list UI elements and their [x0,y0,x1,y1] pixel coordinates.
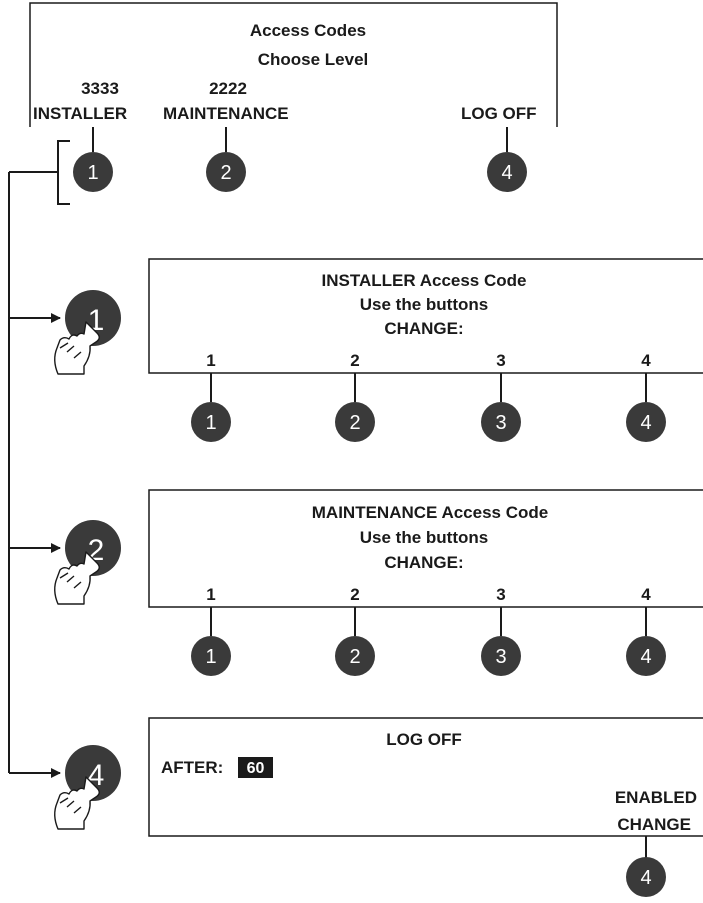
pointing-hand-icon [54,776,100,830]
installer-panel-title: INSTALLER Access Code [322,271,527,290]
top-button-2[interactable]: 2 [206,152,246,192]
maintenance-button-1-label: 1 [205,646,216,668]
logoff-panel-title: LOG OFF [386,730,462,749]
maintenance-digit-4: 4 [641,585,651,604]
installer-button-1[interactable]: 1 [191,402,231,442]
maintenance-panel-frame [148,489,703,608]
pointing-hand-icon [54,321,100,375]
logoff-button-4[interactable]: 4 [626,857,666,897]
pointing-hand-icon [54,551,100,605]
installer-digit-1: 1 [206,351,215,370]
installer-panel-frame [148,258,703,374]
press-button-2-icon [65,520,121,576]
installer-button-2-label: 2 [349,412,360,434]
press-step-4: 4 [54,745,121,830]
installer-digit-4: 4 [641,351,651,370]
maintenance-digit-1: 1 [206,585,215,604]
top-panel-subtitle: Choose Level [258,50,369,69]
installer-button-4-label: 4 [640,412,651,434]
installer-button-4[interactable]: 4 [626,402,666,442]
maintenance-panel-title: MAINTENANCE Access Code [312,503,548,522]
maintenance-button-3[interactable]: 3 [481,636,521,676]
installer-button-1-label: 1 [205,412,216,434]
maintenance-digit-2: 2 [350,585,359,604]
logoff-button-4-label: 4 [640,867,651,889]
logoff-softkey-label: LOG OFF [461,104,537,123]
installer-button-2[interactable]: 2 [335,402,375,442]
access-codes-panel: Access Codes Choose Level 3333 2222 INST… [29,2,558,127]
top-button-2-label: 2 [220,162,231,184]
maintenance-button-4-label: 4 [640,646,651,668]
press-step-2: 2 [54,520,121,605]
maintenance-code-panel: MAINTENANCE Access Code Use the buttons … [148,489,703,608]
selection-bracket [57,140,70,205]
logoff-enabled-status: ENABLED [615,788,697,807]
logoff-after-label: AFTER: [161,758,223,777]
press-button-1-icon [65,290,121,346]
maintenance-button-3-label: 3 [495,646,506,668]
maintenance-button-1[interactable]: 1 [191,636,231,676]
maintenance-button-4[interactable]: 4 [626,636,666,676]
logoff-panel-frame [148,717,703,837]
press-step-1: 1 [54,290,121,375]
installer-panel-line2: Use the buttons [360,295,488,314]
top-button-4[interactable]: 4 [487,152,527,192]
installer-panel-line3: CHANGE: [384,319,463,338]
maintenance-button-2-label: 2 [349,646,360,668]
installer-code-value: 3333 [81,79,119,98]
logoff-after-value-highlight [238,757,273,778]
maintenance-panel-line2: Use the buttons [360,528,488,547]
installer-code-panel: INSTALLER Access Code Use the buttons CH… [148,258,703,374]
logoff-after-value: 60 [247,760,265,777]
maintenance-panel-line3: CHANGE: [384,553,463,572]
logoff-change-label: CHANGE [617,815,691,834]
top-panel-title: Access Codes [250,21,366,40]
installer-button-3[interactable]: 3 [481,402,521,442]
installer-digit-2: 2 [350,351,359,370]
top-button-1[interactable]: 1 [73,152,113,192]
installer-digit-3: 3 [496,351,505,370]
logoff-panel: LOG OFF AFTER: 60 ENABLED CHANGE [148,717,703,837]
installer-softkey-label: INSTALLER [33,104,127,123]
maintenance-button-2[interactable]: 2 [335,636,375,676]
press-button-4-icon [65,745,121,801]
top-button-1-label: 1 [87,162,98,184]
maintenance-digit-3: 3 [496,585,505,604]
maintenance-code-value: 2222 [209,79,247,98]
installer-button-3-label: 3 [495,412,506,434]
top-button-4-label: 4 [501,162,512,184]
top-panel-frame [29,2,558,127]
flow-connector [8,171,61,778]
maintenance-softkey-label: MAINTENANCE [163,104,289,123]
